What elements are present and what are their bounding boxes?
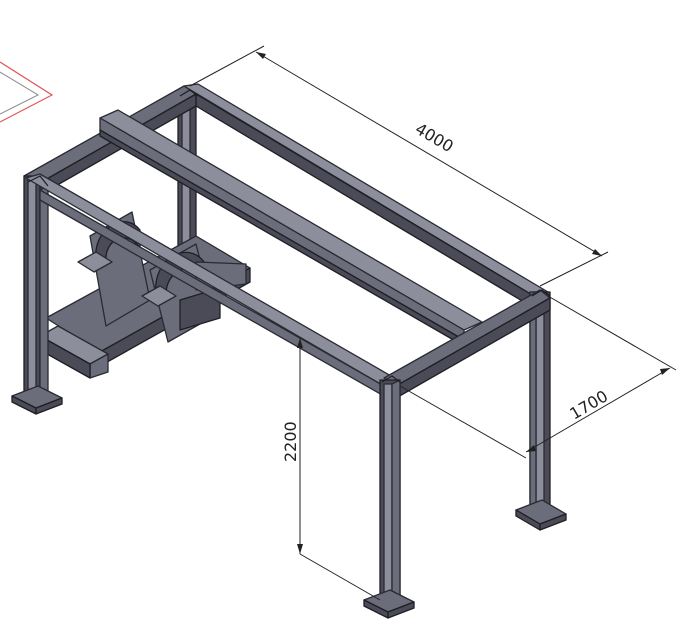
corner-joint-front-left	[27, 175, 49, 187]
front-left-base-plate	[11, 385, 63, 415]
dimension-width-label: 1700	[566, 386, 611, 423]
middle-long-beam	[99, 109, 483, 347]
front-left-post	[23, 175, 49, 393]
dimension-length-label: 4000	[412, 119, 457, 156]
dimension-height-label: 2200	[281, 421, 300, 462]
front-right-base-plate	[363, 589, 415, 619]
dimension-length: 4000	[189, 45, 609, 287]
sketch-plane-outline	[0, 61, 54, 123]
lower-front-beam	[39, 325, 109, 379]
dimension-height: 2200	[281, 338, 381, 601]
back-right-base-plate	[515, 499, 567, 531]
corner-joint-front-right	[381, 375, 401, 383]
corner-joint-back-left	[179, 89, 199, 97]
front-right-post	[379, 379, 401, 599]
corner-joint-back-right	[531, 289, 551, 297]
back-right-post	[529, 291, 551, 513]
